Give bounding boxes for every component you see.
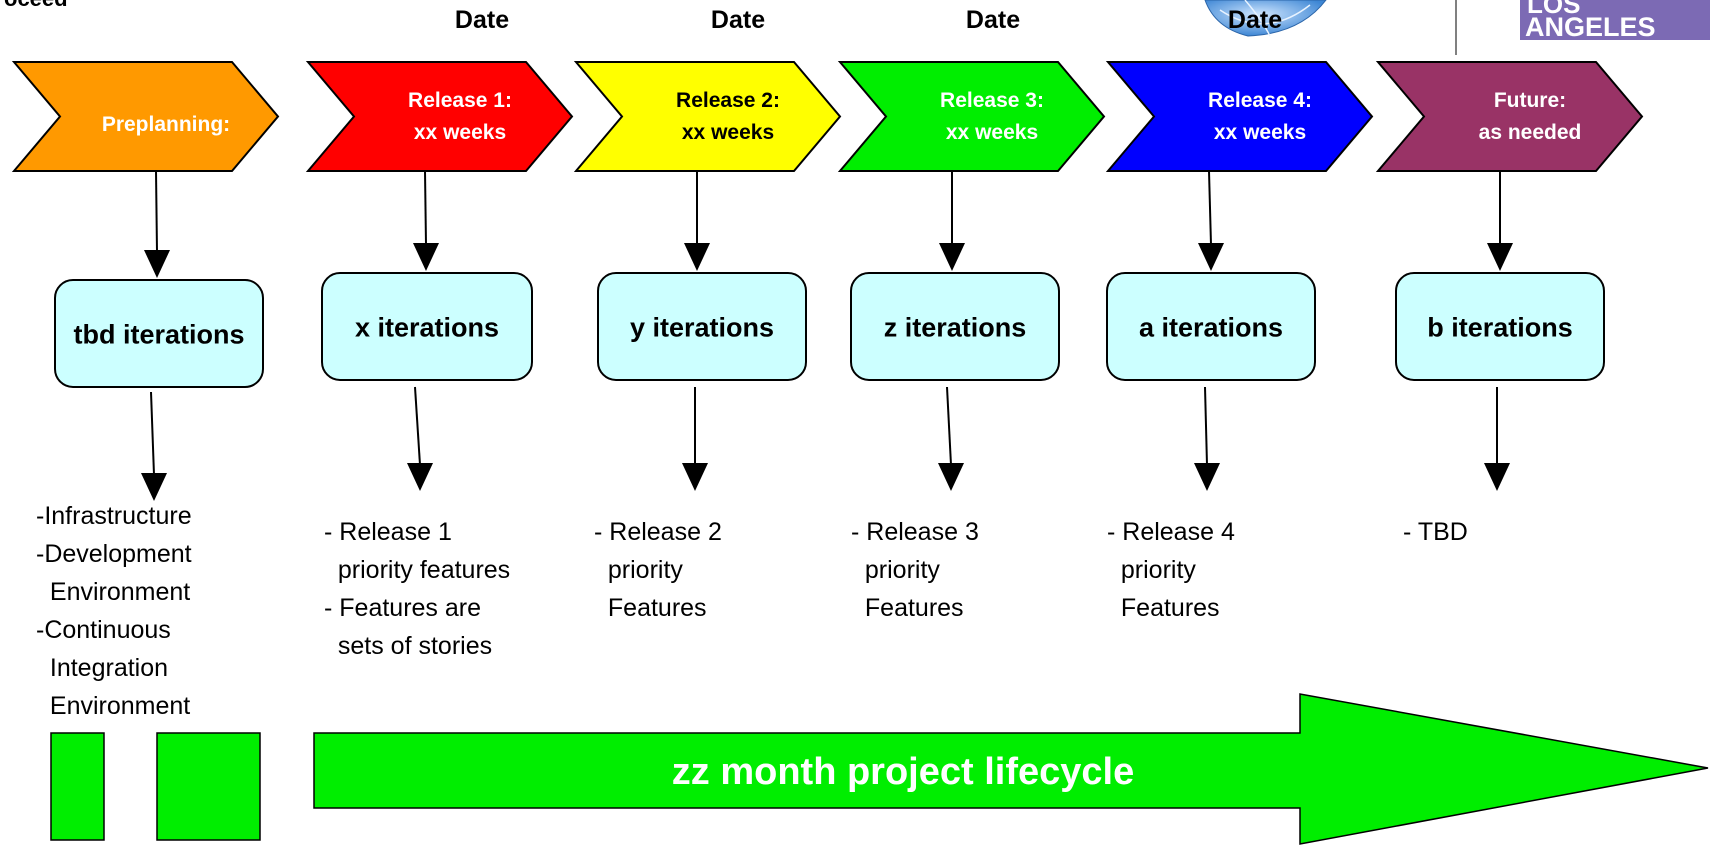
phase-chevron-2: Release 1: xx weeks	[305, 61, 574, 172]
logo-text-bottom: ANGELES	[1525, 12, 1656, 42]
date-label-3: Date	[966, 6, 1020, 34]
chevron-to-box-arrow-4	[939, 171, 965, 271]
note-line: Features	[594, 594, 707, 622]
lifecycle-label: zz month project lifecycle	[672, 751, 1134, 793]
note-line: -Infrastructure	[36, 502, 192, 530]
chevron-duration: xx weeks	[682, 121, 774, 144]
phase-chevron-4: Release 3: xx weeks	[837, 61, 1106, 172]
note-line: -Development	[36, 540, 192, 568]
box-to-notes-arrow-3	[682, 387, 708, 491]
iteration-box-6: b iterations	[1395, 272, 1605, 381]
date-label-1: Date	[455, 6, 509, 34]
iteration-box-3: y iterations	[597, 272, 807, 381]
chevron-to-box-arrow-1	[144, 170, 170, 278]
phase-notes-1: -Infrastructure -Development Environment -…	[36, 502, 192, 720]
los-angeles-logo: LOS ANGELES	[1520, 0, 1710, 42]
chevron-title: Preplanning:	[102, 113, 230, 136]
iteration-label: z iterations	[884, 313, 1027, 343]
phase-chevron-6: Future: as needed	[1375, 61, 1644, 172]
logo-text-top: LOS	[1527, 0, 1580, 19]
phase-chevron-3: Release 2: xx weeks	[573, 61, 842, 172]
note-line: - Release 3	[851, 518, 979, 546]
iteration-label: y iterations	[630, 313, 774, 343]
note-line: priority features	[324, 556, 510, 584]
note-line: Features	[1107, 594, 1220, 622]
iteration-box-1: tbd iterations	[54, 279, 264, 388]
corner-text: oceed	[4, 0, 68, 11]
iteration-label: b iterations	[1427, 313, 1573, 343]
note-line: - Features are	[324, 594, 481, 622]
chevron-duration: xx weeks	[1214, 121, 1306, 144]
note-line: Features	[851, 594, 964, 622]
box-to-notes-arrow-1	[141, 391, 167, 501]
note-line: priority	[851, 556, 940, 584]
phase-chevron-5: Release 4: xx weeks	[1105, 61, 1374, 172]
chevron-to-box-arrow-5	[1198, 170, 1224, 271]
phase-notes-3: - Release 2 priority Features	[594, 518, 722, 622]
iteration-label: x iterations	[355, 313, 499, 343]
iteration-box-5: a iterations	[1106, 272, 1316, 381]
note-line: Environment	[36, 692, 190, 720]
phase-notes-5: - Release 4 priority Features	[1107, 518, 1235, 622]
chevron-to-box-arrow-6	[1487, 171, 1513, 271]
phase-chevron-1: Preplanning:	[11, 61, 280, 172]
chevron-duration: xx weeks	[946, 121, 1038, 144]
lifecycle-arrow	[313, 693, 1709, 845]
box-to-notes-arrow-5	[1194, 386, 1220, 491]
chevron-title: Release 2:	[676, 89, 780, 112]
green-block-medium	[156, 732, 261, 841]
note-line: - Release 2	[594, 518, 722, 546]
box-to-notes-arrow-6	[1484, 387, 1510, 491]
box-to-notes-arrow-2	[407, 386, 433, 491]
green-block-small	[50, 732, 105, 841]
date-label-2: Date	[711, 6, 765, 34]
chevron-duration: xx weeks	[414, 121, 506, 144]
note-line: - Release 1	[324, 518, 452, 546]
chevron-to-box-arrow-3	[684, 171, 710, 271]
phase-notes-6: - TBD	[1403, 518, 1468, 546]
note-line: Integration	[36, 654, 168, 682]
phase-notes-2: - Release 1 priority features - Features …	[324, 518, 510, 660]
globe-logo-icon	[1204, 0, 1327, 37]
chevron-title: Release 1:	[408, 89, 512, 112]
iteration-label: tbd iterations	[73, 320, 244, 350]
chevron-title: Release 4:	[1208, 89, 1312, 112]
iteration-box-4: z iterations	[850, 272, 1060, 381]
note-line: - TBD	[1403, 518, 1468, 546]
chevron-title: Future:	[1494, 89, 1566, 112]
chevron-title: Release 3:	[940, 89, 1044, 112]
note-line: -Continuous	[36, 616, 171, 644]
iteration-label: a iterations	[1139, 313, 1283, 343]
box-to-notes-arrow-4	[938, 386, 964, 491]
note-line: priority	[1107, 556, 1196, 584]
phase-notes-4: - Release 3 priority Features	[851, 518, 979, 622]
chevron-duration: as needed	[1479, 121, 1582, 144]
note-line: priority	[594, 556, 683, 584]
note-line: Environment	[36, 578, 190, 606]
date-label-4: Date	[1228, 6, 1282, 34]
note-line: - Release 4	[1107, 518, 1235, 546]
chevron-to-box-arrow-2	[413, 170, 439, 271]
iteration-box-2: x iterations	[321, 272, 533, 381]
note-line: sets of stories	[324, 632, 492, 660]
